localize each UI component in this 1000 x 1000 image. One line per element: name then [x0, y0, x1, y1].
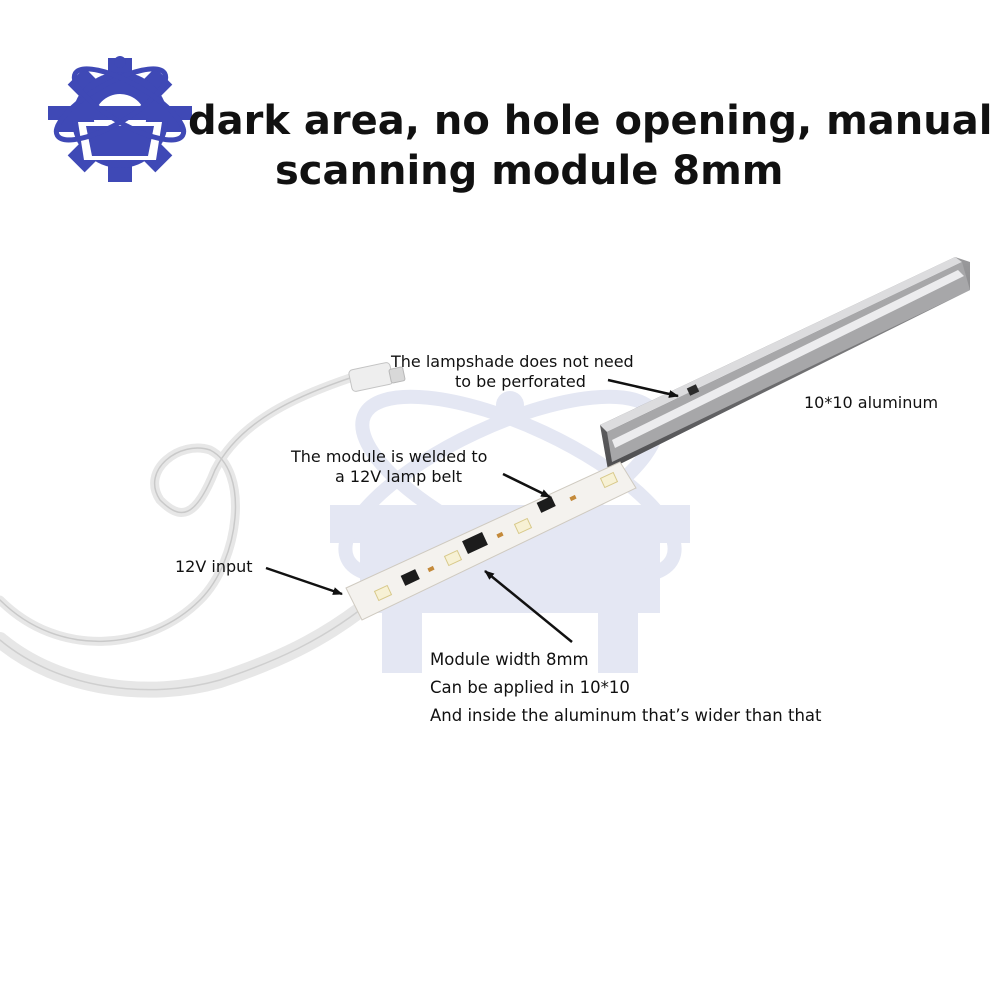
lampshade-callout-line-2: to be perforated: [455, 372, 586, 391]
title-line-2: scanning module 8mm: [275, 148, 784, 194]
width-arrow: [484, 570, 573, 643]
module-callout-line-1: The module is welded to: [291, 447, 488, 466]
brand-logo: [48, 56, 192, 182]
input-arrow: [265, 566, 343, 596]
callout-arrows: [265, 378, 679, 643]
title-line-1: dark area, no hole opening, manual: [188, 98, 993, 144]
module-callout-line-2: a 12V lamp belt: [335, 467, 463, 486]
aluminum-profile: [600, 257, 970, 470]
module-arrow: [502, 472, 551, 499]
wider-aluminum-note: And inside the aluminum that’s wider tha…: [430, 706, 822, 725]
applicability-note: Can be applied in 10*10: [430, 678, 630, 697]
input-callout: 12V input: [175, 557, 253, 576]
module-width-note: Module width 8mm: [430, 650, 589, 669]
aluminum-callout: 10*10 aluminum: [804, 393, 939, 412]
lampshade-callout-line-1: The lampshade does not need: [391, 352, 634, 371]
power-cable: [0, 373, 368, 698]
lampshade-arrow: [607, 378, 679, 398]
cable-connector: [348, 362, 406, 392]
led-strip-module: [345, 461, 637, 621]
